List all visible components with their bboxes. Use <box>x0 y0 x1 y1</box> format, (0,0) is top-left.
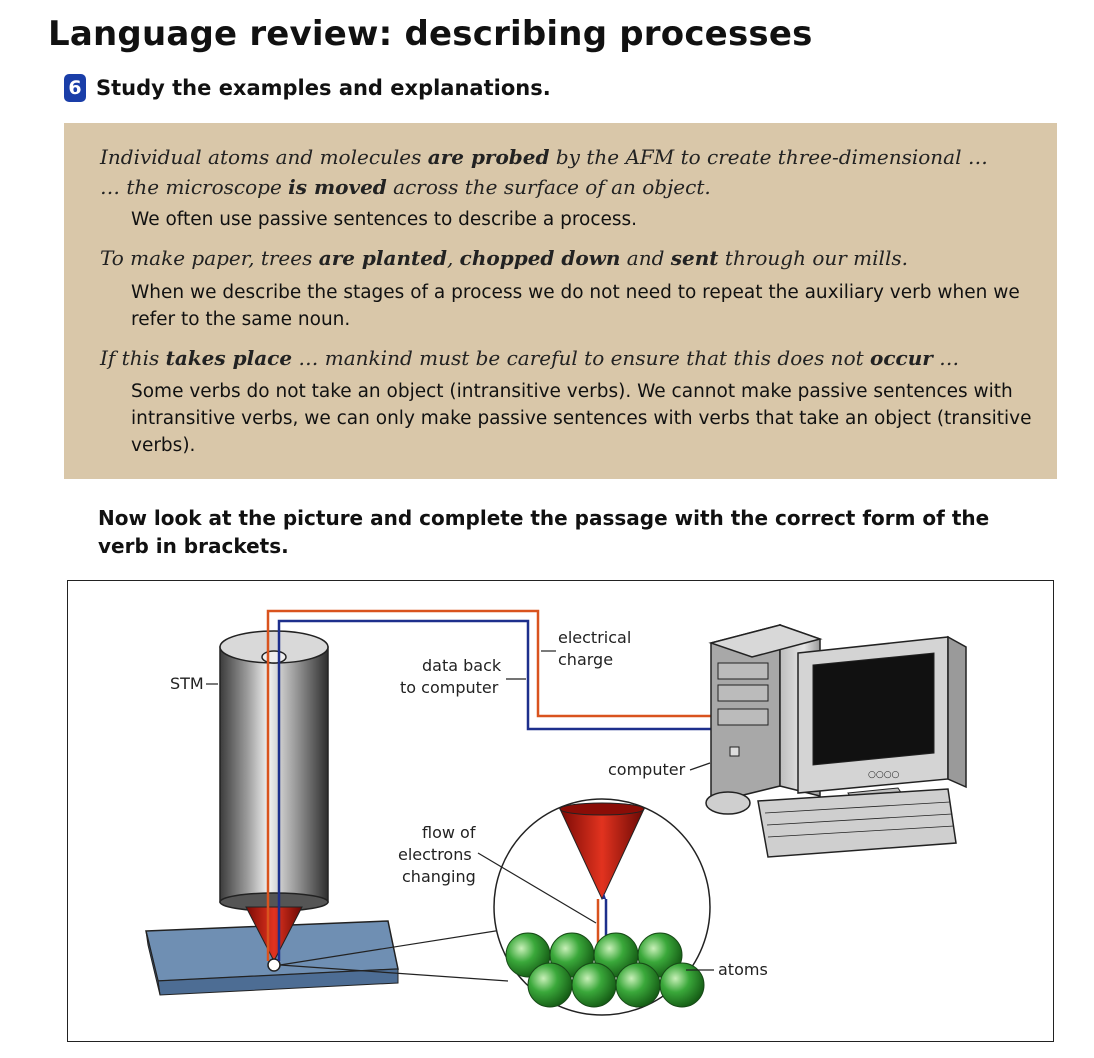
label-flow-1: flow of <box>422 823 476 842</box>
diagram-labels: STM data back to computer electrical cha… <box>170 628 768 979</box>
highlighted-verb: takes place <box>165 346 293 370</box>
examples-box <box>64 123 1057 479</box>
label-computer: computer <box>608 760 686 779</box>
example-sentence-2: To make paper, trees are planted, choppe… <box>100 243 908 273</box>
exercise-number-badge: 6 <box>64 74 86 102</box>
stm-diagram: ○○○○ <box>67 580 1054 1042</box>
example-text: … <box>932 346 960 370</box>
stm-probe <box>219 630 329 972</box>
example-text: by the AFM to create three-dimensional … <box>549 145 988 169</box>
example-line: If this takes place … mankind must be ca… <box>100 343 959 373</box>
label-electrical-1: electrical <box>558 628 631 647</box>
example-line: Individual atoms and molecules are probe… <box>100 142 988 172</box>
label-electrical-2: charge <box>558 650 613 669</box>
example-text: across the surface of an object. <box>386 175 711 199</box>
label-flow-2: electrons <box>398 845 472 864</box>
example-text: … the microscope <box>100 175 289 199</box>
magnified-view <box>279 798 711 1016</box>
example-text: , <box>446 246 460 270</box>
example-sentence-1: Individual atoms and molecules are probe… <box>100 142 988 202</box>
highlighted-verb: are planted <box>318 246 447 270</box>
highlighted-verb: chopped down <box>459 246 621 270</box>
label-data-back-1: data back <box>422 656 502 675</box>
example-text: … mankind must be careful to ensure that… <box>292 346 871 370</box>
task-prompt: Now look at the picture and complete the… <box>98 506 990 558</box>
computer-illustration: ○○○○ <box>705 623 967 858</box>
monitor-buttons: ○○○○ <box>868 770 900 780</box>
label-stm: STM <box>170 674 204 693</box>
example-text: Individual atoms and molecules <box>100 145 428 169</box>
highlighted-verb: sent <box>670 246 719 270</box>
explanation-1: We often use passive sentences to descri… <box>131 209 638 230</box>
example-text: through our mills. <box>718 246 908 270</box>
instruction-text: Study the examples and explanations. <box>96 76 551 100</box>
example-line: To make paper, trees are planted, choppe… <box>100 243 908 273</box>
explanation-2: When we describe the stages of a process… <box>131 282 1020 330</box>
stm-diagram-svg: ○○○○ <box>145 609 967 1016</box>
highlighted-verb: occur <box>870 346 933 370</box>
example-line: … the microscope is moved across the sur… <box>100 172 988 202</box>
example-sentence-3: If this takes place … mankind must be ca… <box>100 343 959 373</box>
explanation-3: Some verbs do not take an object (intran… <box>131 381 1032 456</box>
highlighted-verb: are probed <box>427 145 550 169</box>
label-flow-3: changing <box>402 867 476 886</box>
example-text: If this <box>100 346 166 370</box>
example-text: To make paper, trees <box>100 246 319 270</box>
exercise-instruction: 6 Study the examples and explanations. <box>64 74 551 102</box>
example-text: and <box>620 246 671 270</box>
wires <box>266 609 718 961</box>
page-title: Language review: describing processes <box>48 14 813 54</box>
label-data-back-2: to computer <box>400 678 499 697</box>
label-atoms: atoms <box>718 960 768 979</box>
highlighted-verb: is moved <box>288 175 387 199</box>
